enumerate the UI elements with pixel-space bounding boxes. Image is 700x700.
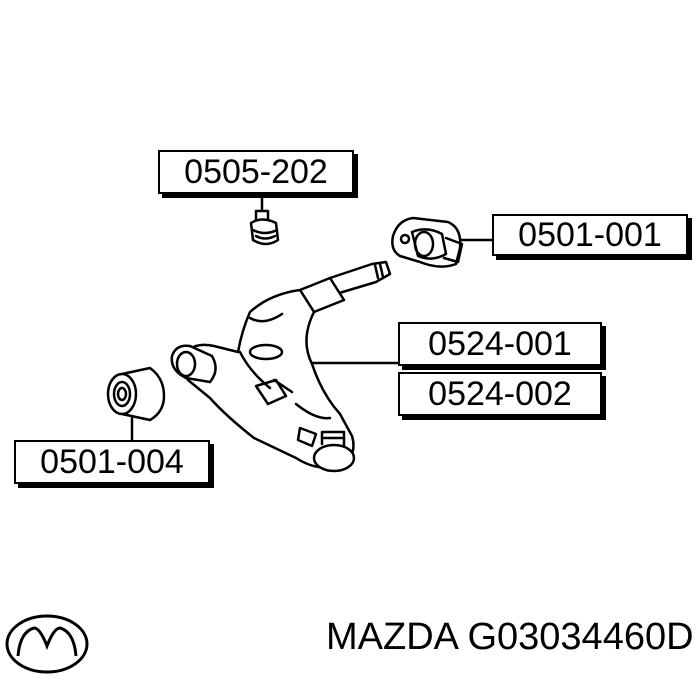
top-bushing-part [249, 209, 280, 246]
brand-name: MAZDA [326, 616, 457, 658]
right-bushing-part [391, 216, 464, 268]
control-arm-part [170, 260, 392, 473]
part-label-0524-002: 0524-002 [398, 372, 602, 416]
mazda-logo-icon [5, 614, 89, 674]
part-label-0524-001: 0524-001 [398, 322, 602, 366]
part-label-0501-004: 0501-004 [14, 440, 210, 484]
part-label-0505-202: 0505-202 [158, 150, 354, 194]
footer-part-text: MAZDA G03034460D [326, 616, 694, 659]
oem-part-number: G03034460D [467, 616, 694, 658]
part-label-0501-001: 0501-001 [492, 214, 688, 256]
left-bushing-part [106, 366, 166, 422]
